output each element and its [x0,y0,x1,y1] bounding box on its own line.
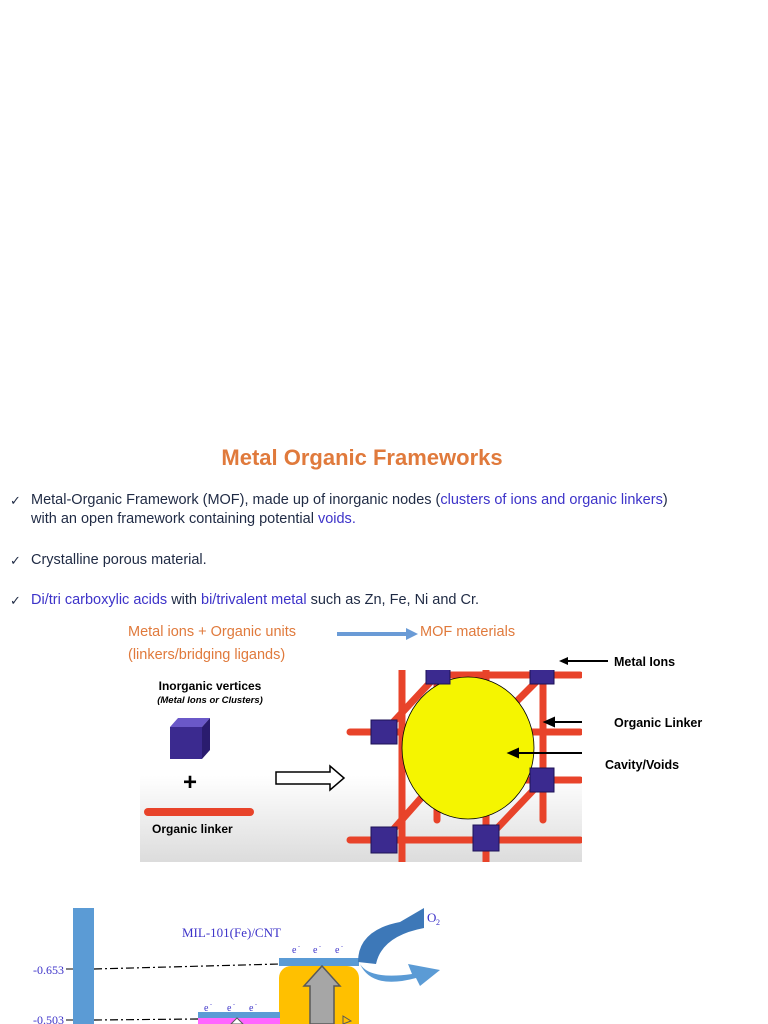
cube-icon [170,718,210,759]
svg-text:-: - [319,944,321,950]
metal-ion-cubes [370,670,555,854]
energy-diagram: MIL-101(Fe)/CNT -0.653 -0.503 e- e- e- e… [33,908,440,1024]
svg-text:-: - [210,1002,212,1008]
cavity-sphere [401,676,535,820]
metal-ions-label: Metal Ions [614,655,675,669]
caption-right: MOF materials [420,624,516,640]
inorganic-sub-label: (Metal Ions or Clusters) [157,695,263,706]
cnt-arrow-icon [230,1017,244,1024]
o2-curve-arrow [358,908,424,964]
svg-text:-: - [233,1002,235,1008]
svg-text:e: e [249,1003,254,1014]
energy-axis-bar [73,908,94,1024]
inorganic-vertices-label: Inorganic vertices [159,679,262,693]
svg-text:e: e [204,1003,209,1014]
bullet-carboxylic: ✓ Di/tri carboxylic acids with bi/trival… [10,592,480,608]
organic-linker-label: Organic linker [152,822,233,836]
svg-text:-: - [341,944,343,950]
o2-subscript: 2 [436,918,440,927]
conduction-band-2 [198,1012,280,1018]
checkmark-icon: ✓ [10,553,21,568]
organic-linker-callout: Organic Linker [614,716,702,730]
arrow-right-icon [337,628,418,640]
material-label: MIL-101(Fe)/CNT [182,925,281,940]
svg-text:e: e [335,945,340,956]
bullet-crystalline: ✓ Crystalline porous material. [10,552,207,568]
o2-label: O [427,910,436,925]
reduction-arrow-icon [360,964,440,986]
svg-text:e: e [292,945,297,956]
figure-labels: Metal Ions Organic Linker Cavity/Voids [559,655,702,772]
mof-figure: Inorganic vertices (Metal Ions or Cluste… [140,670,582,862]
cavity-label: Cavity/Voids [605,758,679,772]
up-arrow-icon [302,964,342,1024]
svg-text:e: e [313,945,318,956]
caption-left: Metal ions + Organic units (linkers/brid… [128,624,297,663]
electron-labels-1: e- e- e- [292,944,343,956]
conduction-band-1 [279,958,359,966]
plus-sign: + [183,769,197,796]
svg-text:-: - [298,944,300,950]
svg-text:e: e [227,1003,232,1014]
svg-text:-: - [255,1002,257,1008]
level-label-2: -0.503 [33,1013,64,1024]
level-label-1: -0.653 [33,963,64,977]
callout-arrows [506,716,582,759]
checkmark-icon: ✓ [10,593,21,608]
cnt-block [198,1014,280,1024]
small-arrow-icon [342,1015,353,1024]
electron-labels-2: e- e- e- [204,1002,257,1014]
page-title: Metal Organic Frameworks [221,445,503,470]
checkmark-icon: ✓ [10,493,21,508]
bullet-mof-definition: ✓ Metal-Organic Framework (MOF), made up… [10,492,668,527]
hollow-arrow-icon [275,764,346,792]
